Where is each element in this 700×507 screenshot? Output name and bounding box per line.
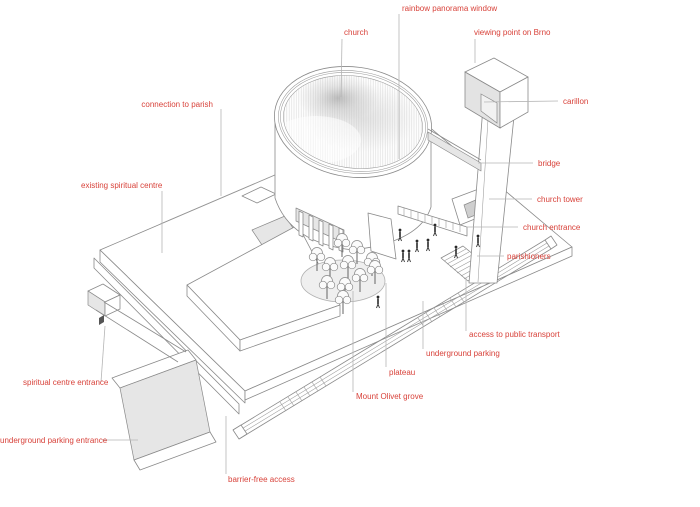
annotation-labels: rainbow panorama window church viewing p… [0, 4, 588, 484]
label-connection-to-parish: connection to parish [141, 100, 213, 109]
dome-rainbow-window [273, 66, 433, 178]
ramp-hatching-lower [279, 376, 327, 412]
person-figure [476, 234, 480, 248]
bridge [427, 128, 482, 172]
tree [334, 290, 352, 314]
grove-trees [308, 233, 384, 314]
tree [308, 247, 326, 271]
underground-parking-entrance-trench [111, 349, 217, 471]
tree [321, 257, 339, 281]
label-underground-parking-entrance: underground parking entrance [0, 436, 108, 445]
label-rainbow-panorama-window: rainbow panorama window [402, 4, 497, 13]
entrance-door [99, 315, 104, 325]
label-existing-spiritual-centre: existing spiritual centre [81, 181, 163, 190]
leader-spiritual-centre-entrance [100, 325, 106, 383]
person-figure [398, 228, 402, 242]
tree [336, 277, 354, 301]
person-figure [407, 249, 411, 263]
leader-lines [100, 14, 559, 474]
carillon-recess [480, 93, 498, 124]
label-access-to-public-transport: access to public transport [469, 330, 560, 339]
label-church: church [344, 28, 368, 37]
tree [351, 268, 369, 292]
tree [339, 255, 357, 279]
label-bridge: bridge [538, 159, 561, 168]
viewing-point-cube [464, 57, 529, 129]
spiritual-centre-entrance-structure [87, 283, 187, 363]
person-figure [401, 249, 405, 263]
parishioner-figures [376, 223, 480, 309]
person-figure [454, 245, 458, 259]
label-viewing-point-on-brno: viewing point on Brno [474, 28, 551, 37]
spiritual-centre-extension-box [186, 224, 341, 352]
label-spiritual-centre-entrance: spiritual centre entrance [23, 378, 109, 387]
entrance-wall [367, 212, 397, 260]
person-figure [433, 223, 437, 237]
label-church-entrance: church entrance [523, 223, 581, 232]
person-figure [415, 239, 419, 253]
person-figure [376, 295, 380, 309]
label-mount-olivet-grove: Mount Olivet grove [356, 392, 424, 401]
entrance-walkway [397, 205, 468, 237]
leader-carillon [483, 100, 559, 103]
church-cylinder [274, 110, 432, 260]
label-underground-parking: underground parking [426, 349, 500, 358]
label-barrier-free-access: barrier-free access [228, 475, 295, 484]
tree [366, 260, 384, 284]
label-parishioners: parishioners [507, 252, 551, 261]
label-carillon: carillon [563, 97, 588, 106]
tree [333, 233, 351, 257]
leader-church [340, 38, 343, 98]
label-plateau: plateau [389, 368, 415, 377]
tree [348, 240, 366, 264]
tree [318, 275, 336, 299]
label-church-tower: church tower [537, 195, 583, 204]
person-figure [426, 238, 430, 252]
ramp-hatching-upper [417, 292, 465, 328]
